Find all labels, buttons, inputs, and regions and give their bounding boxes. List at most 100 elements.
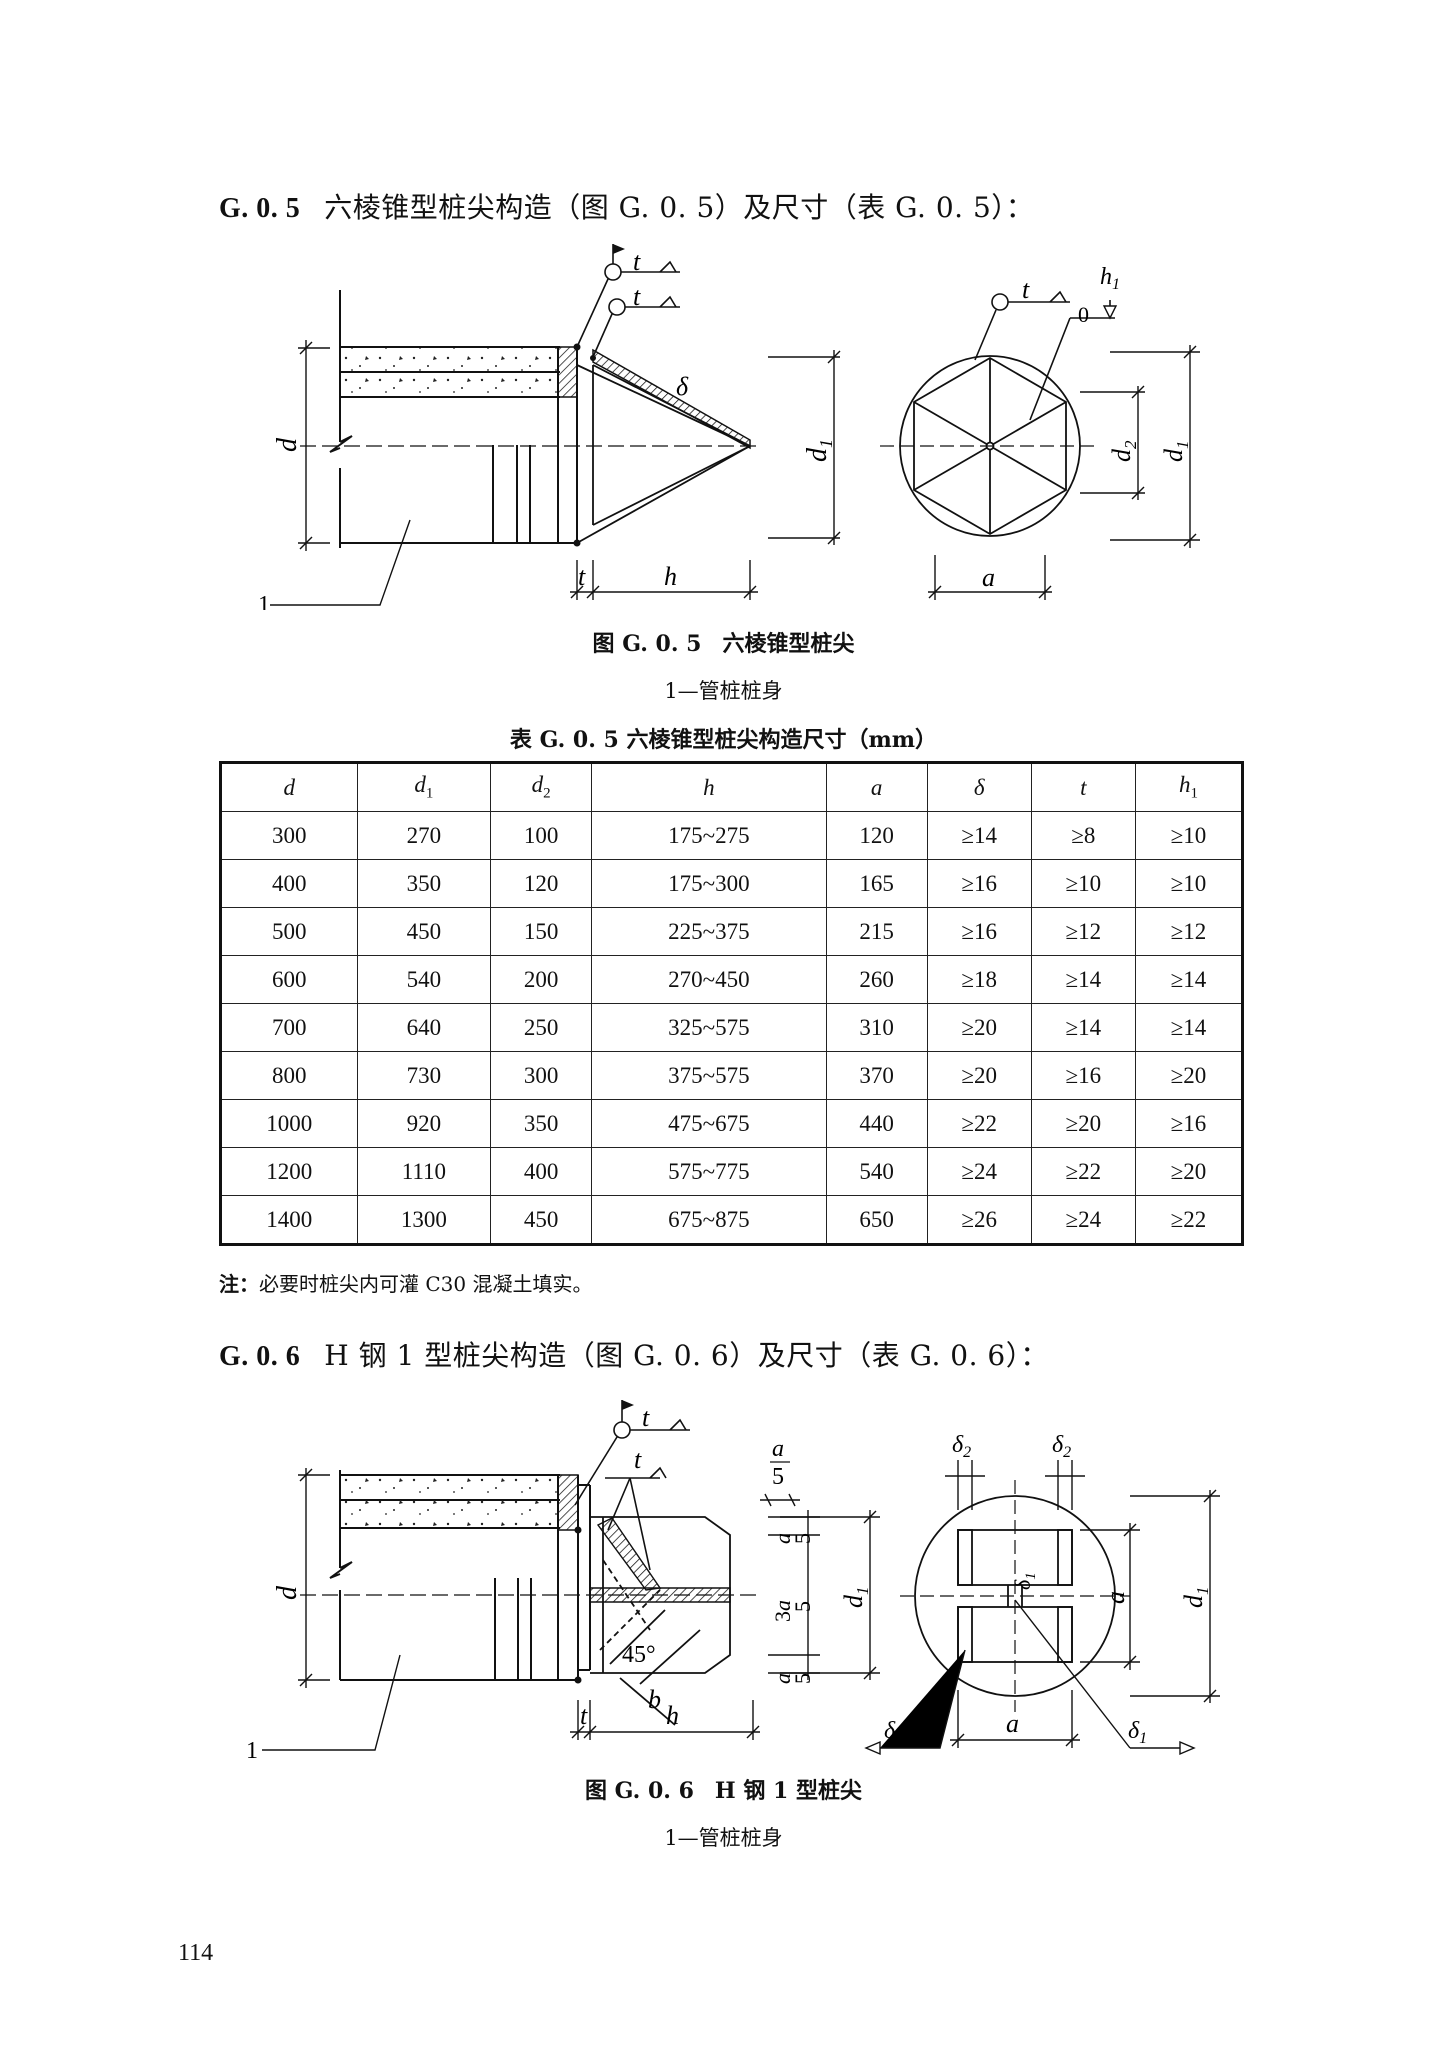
svg-text:d1: d1 <box>1159 441 1192 463</box>
dim-d1-end: d <box>1179 1594 1208 1608</box>
cell: 675~875 <box>591 1195 827 1245</box>
note-label: 注： <box>219 1272 259 1296</box>
dim-5-upper: 5 <box>790 1533 815 1544</box>
dim-3a5-five: 5 <box>790 1601 815 1612</box>
cell: 350 <box>490 1099 593 1148</box>
svg-text:d1: d1 <box>1179 1587 1212 1609</box>
cell: 270 <box>356 811 492 860</box>
svg-text:δ1: δ1 <box>1128 1718 1147 1747</box>
cell: 270~450 <box>591 955 827 1004</box>
table-header-row: d d1 d2 h a δ t h1 <box>220 762 1244 812</box>
cell: ≥22 <box>926 1099 1032 1148</box>
dim-d1-label: d <box>839 1594 868 1608</box>
dim-a-horizontal: a <box>1006 1709 1019 1738</box>
svg-text:δ2: δ2 <box>884 1718 903 1747</box>
cell: 920 <box>356 1099 492 1148</box>
cell: 600 <box>220 955 358 1004</box>
svg-text:δ1: δ1 <box>1010 1572 1039 1590</box>
cell: 225~375 <box>591 907 827 956</box>
col-t: t <box>1030 762 1136 812</box>
cell: ≥14 <box>1030 955 1136 1004</box>
delta1-leader: δ <box>1128 1718 1140 1744</box>
dim-t-label: t <box>580 1701 588 1730</box>
dim-5-lower: 5 <box>790 1673 815 1684</box>
cell: 400 <box>220 859 358 908</box>
cell: 540 <box>825 1147 928 1196</box>
cell: ≥10 <box>1134 811 1244 860</box>
cell: ≥22 <box>1030 1147 1136 1196</box>
dim-d1-end-label: d <box>1159 448 1188 462</box>
cell: 500 <box>220 907 358 956</box>
cell: 300 <box>220 811 358 860</box>
svg-text:d2: d2 <box>1107 440 1140 462</box>
figure-g05-drawing: t t δ d d1 t h 1 t h1 0 <box>258 244 1200 610</box>
cell: ≥10 <box>1030 859 1136 908</box>
cell: ≥16 <box>1134 1099 1244 1148</box>
dim-a-vertical: a <box>1101 1591 1130 1604</box>
leader-1-label: 1 <box>246 1738 258 1764</box>
svg-text:d1: d1 <box>839 1587 872 1609</box>
section-text: H 钢 1 型桩尖构造（图 G. 0. 6）及尺寸（表 G. 0. 6）： <box>324 1339 1049 1372</box>
dim-d2-label: d <box>1107 448 1136 462</box>
cell: ≥14 <box>1134 955 1244 1004</box>
figure-g06-legend: 1—管桩桩身 <box>664 1826 783 1850</box>
col-h: h <box>591 762 827 812</box>
cell: 350 <box>356 859 492 908</box>
cell: 730 <box>356 1051 492 1100</box>
col-d1: d1 <box>356 762 492 812</box>
note-text: 必要时桩尖内可灌 C30 混凝土填实。 <box>259 1272 593 1296</box>
dim-t-label: t <box>578 562 586 591</box>
section-number: G. 0. 6 <box>219 1341 301 1372</box>
dim-d1-sub: 1 <box>816 439 836 448</box>
cell: 215 <box>825 907 928 956</box>
delta2-right: δ <box>1052 1432 1064 1458</box>
cell: ≥20 <box>926 1003 1032 1052</box>
cell: 640 <box>356 1003 492 1052</box>
cell: ≥18 <box>926 955 1032 1004</box>
svg-text:d1: d1 <box>802 439 836 462</box>
dim-d2-sub: 2 <box>1121 440 1140 449</box>
dim-d1-sub: 1 <box>853 1587 872 1596</box>
cell: ≥24 <box>926 1147 1032 1196</box>
delta2-left-sub: 2 <box>963 1444 971 1461</box>
delta1-web: δ <box>1010 1579 1035 1590</box>
cell: ≥20 <box>1134 1051 1244 1100</box>
cell: 375~575 <box>591 1051 827 1100</box>
weld-label-t: t <box>634 1445 642 1474</box>
delta2-left: δ <box>952 1432 964 1458</box>
figure-g05-caption: 图 G. 0. 5 六棱锥型桩尖 <box>0 626 1447 658</box>
cell: ≥24 <box>1030 1195 1136 1245</box>
cell: 800 <box>220 1051 358 1100</box>
figure-g06-caption: 图 G. 0. 6 H 钢 1 型桩尖 <box>0 1773 1447 1805</box>
section-text: 六棱锥型桩尖构造（图 G. 0. 5）及尺寸（表 G. 0. 5）： <box>324 191 1035 224</box>
cell: 1400 <box>220 1195 358 1245</box>
delta2-right-sub: 2 <box>1063 1444 1071 1461</box>
angle-label: 45° <box>622 1642 656 1668</box>
cell: 300 <box>490 1051 593 1100</box>
cell: ≥14 <box>926 811 1032 860</box>
svg-text:δ2: δ2 <box>1052 1432 1071 1461</box>
cell: 100 <box>490 811 593 860</box>
cell: 1200 <box>220 1147 358 1196</box>
frac-a-top: a <box>772 1436 784 1462</box>
cell: 440 <box>825 1099 928 1148</box>
weld-label-t: t <box>633 282 641 311</box>
cell: 200 <box>490 955 593 1004</box>
cell: 1110 <box>356 1147 492 1196</box>
svg-text:δ2: δ2 <box>952 1432 971 1461</box>
cell: 175~275 <box>591 811 827 860</box>
zero-label: 0 <box>1078 302 1089 327</box>
caption-number: 图 G. 0. 5 <box>592 631 702 657</box>
dim-d1-end-sub: 1 <box>1173 441 1192 450</box>
cell: ≥8 <box>1030 811 1136 860</box>
cell: 450 <box>356 907 492 956</box>
cell: ≥10 <box>1134 859 1244 908</box>
cell: 475~675 <box>591 1099 827 1148</box>
col-d2: d2 <box>490 762 593 812</box>
caption-title: 六棱锥型桩尖 <box>722 631 855 657</box>
